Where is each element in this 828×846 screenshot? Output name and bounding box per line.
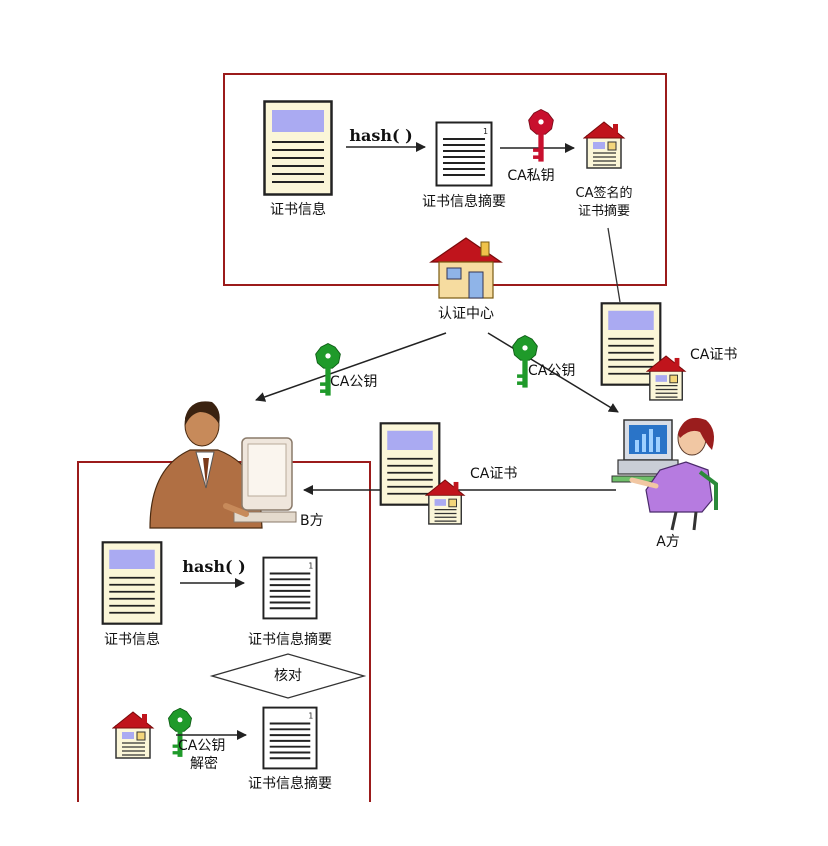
party-a-icon bbox=[611, 417, 718, 531]
ca-private-key-label: CA私钥 bbox=[507, 168, 555, 184]
b-signed-digest-icon bbox=[112, 711, 154, 759]
digest-page bbox=[435, 121, 493, 187]
digest-label: 证书信息摘要 bbox=[422, 194, 506, 210]
signed-digest-label-1: CA签名的 bbox=[575, 186, 633, 201]
ca-house-icon bbox=[430, 237, 502, 299]
public-key-right-label: CA公钥 bbox=[528, 363, 576, 379]
party-b-label: B方 bbox=[300, 513, 324, 529]
ca-cert-middle-label: CA证书 bbox=[470, 466, 518, 482]
hash-label: hash( ) bbox=[349, 126, 413, 145]
b-hash-label: hash( ) bbox=[182, 557, 246, 576]
b-digest2-label: 证书信息摘要 bbox=[248, 776, 332, 792]
decrypt-label-1: CA公钥 bbox=[178, 738, 226, 754]
signed-digest-icon bbox=[583, 121, 625, 169]
verify-diamond bbox=[209, 653, 367, 699]
b-cert-info-label: 证书信息 bbox=[104, 632, 160, 648]
ca-cert-right-label: CA证书 bbox=[690, 347, 738, 363]
party-b-icon bbox=[149, 401, 297, 529]
b-digest-label: 证书信息摘要 bbox=[248, 632, 332, 648]
sign-to-cert-line bbox=[607, 227, 621, 303]
ca-private-key-icon bbox=[528, 109, 554, 163]
cert-info-document bbox=[263, 100, 333, 196]
verify-label: 核对 bbox=[274, 668, 302, 684]
b-decrypted-digest-page bbox=[262, 706, 318, 770]
pubkey-arrow-to-b bbox=[255, 332, 447, 402]
b-cert-info-document bbox=[101, 541, 163, 625]
signed-digest-label-2: 证书摘要 bbox=[577, 204, 631, 219]
party-a-label: A方 bbox=[656, 534, 680, 550]
cert-info-label: 证书信息 bbox=[270, 202, 326, 218]
pubkey-arrow-to-a bbox=[487, 332, 619, 413]
public-key-left-label: CA公钥 bbox=[330, 374, 378, 390]
b-digest-page bbox=[262, 556, 318, 620]
ca-center-label: 认证中心 bbox=[438, 306, 494, 322]
decrypt-label-2: 解密 bbox=[190, 756, 218, 772]
